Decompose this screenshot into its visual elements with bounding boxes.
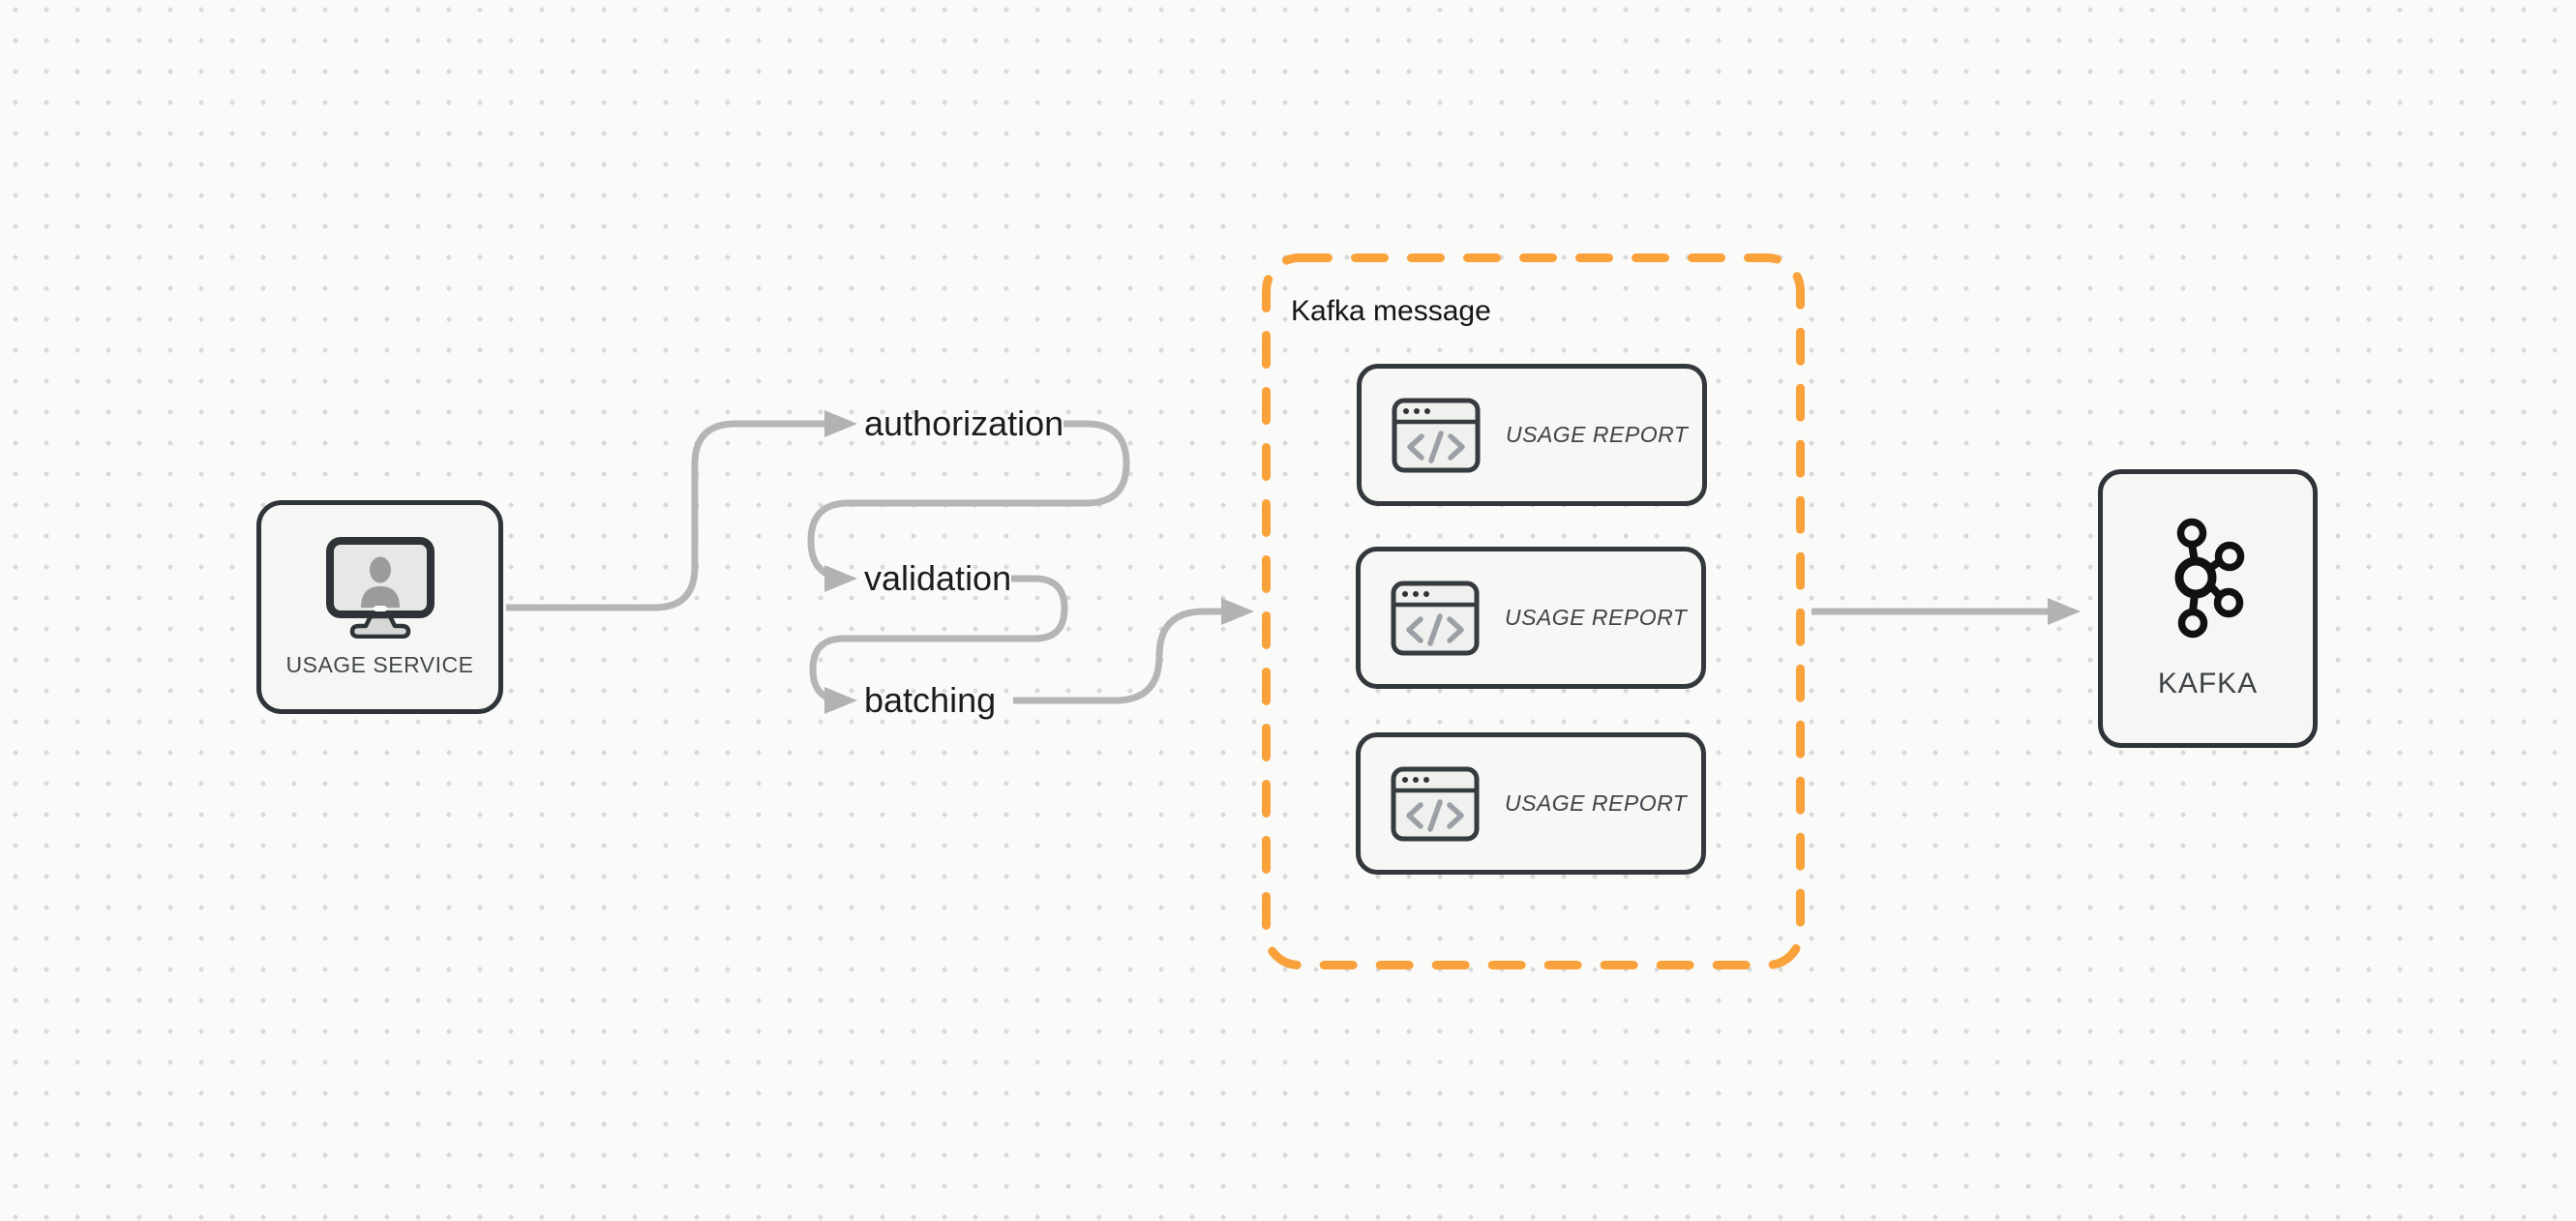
usage-report-card: USAGE REPORT [1357,364,1721,520]
usage-service-label: USAGE SERVICE [285,652,474,677]
flow-step-authorization: authorization [864,403,1064,443]
browser-code-icon [1391,766,1480,841]
usage-report-card: USAGE REPORT [1356,732,1720,888]
usage-service-node: USAGE SERVICE [256,500,503,714]
monitor-user-icon [325,537,434,639]
kafka-message-group-title: Kafka message [1291,295,1491,327]
usage-report-label: USAGE REPORT [1505,605,1688,630]
usage-report-card: USAGE REPORT [1356,547,1720,702]
connector-usage-to-authorization [506,420,824,611]
kafka-logo-icon [2174,518,2244,639]
connector-authorization-to-validation [807,420,1130,582]
usage-report-label: USAGE REPORT [1505,790,1688,816]
kafka-message-group-border [1262,253,1805,969]
kafka-node: KAFKA [2098,469,2318,748]
connector-batching-to-message-group [1013,608,1221,704]
arrowhead-validation [824,565,857,592]
usage-report-label: USAGE REPORT [1506,422,1689,447]
arrowhead-authorization [824,410,857,437]
flow-step-batching: batching [864,680,997,720]
browser-code-icon [1391,581,1480,655]
flow-step-validation: validation [864,558,1012,598]
connector-validation-to-batching [809,575,1068,704]
arrowhead-batching [824,687,857,714]
kafka-label: KAFKA [2157,668,2259,700]
browser-code-icon [1392,398,1481,472]
arrowhead-kafka [2048,598,2081,625]
arrowhead-message-group [1221,598,1254,625]
